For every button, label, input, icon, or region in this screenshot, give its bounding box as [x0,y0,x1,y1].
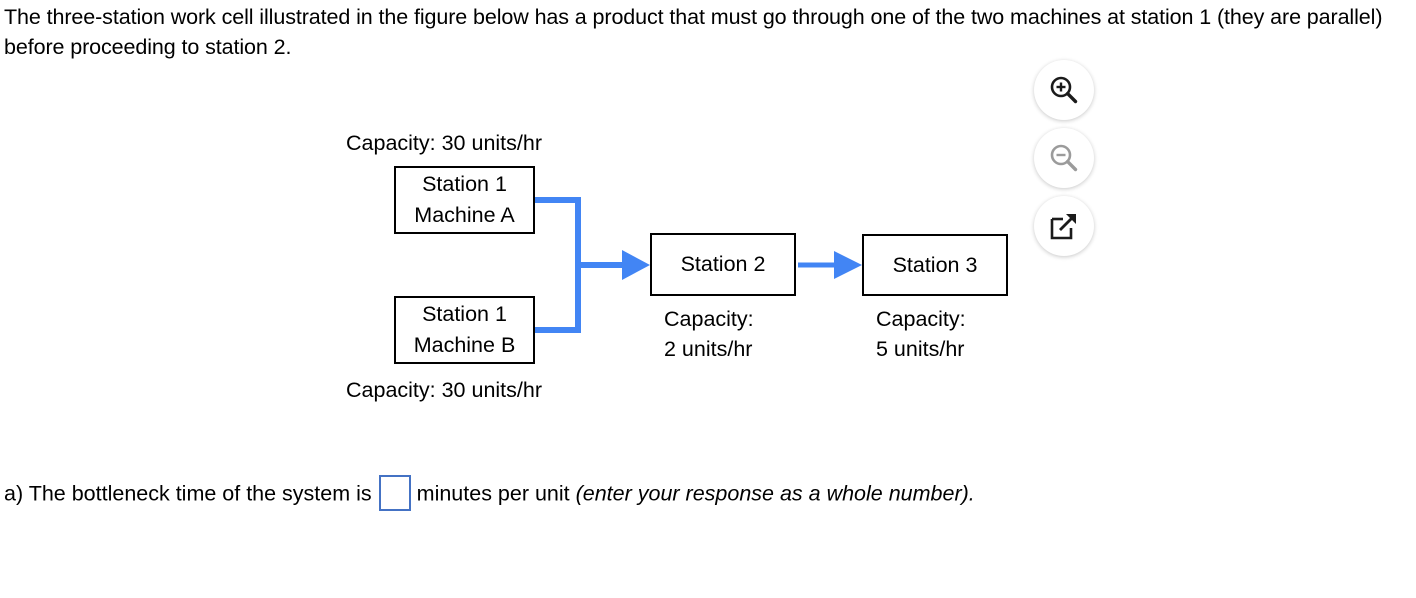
node-label-line1: Station 2 [680,252,766,276]
node-label-line1: Station 3 [892,252,978,277]
node-station2: Station 2 [650,233,796,296]
capacity-label-machine-b: Capacity: 30 units/hr [346,378,542,402]
open-in-new-window-icon [1050,214,1076,240]
flow-connectors [535,197,862,333]
question-a-line: a) The bottleneck time of the system is m… [4,474,1404,514]
process-flow-figure: Capacity: 30 units/hr Station 1 Machine … [346,131,1008,402]
node-label-line1: Station 1 [422,302,507,326]
node-station1-machine-b: Station 1 Machine B [394,296,535,364]
capacity-label-station3-line1: Capacity: [876,307,966,331]
capacity-label-station2-line2: 2 units/hr [664,337,753,361]
zoom-out-button[interactable] [1034,128,1094,188]
question-a-italic-note: (enter your response as a whole number). [575,481,975,506]
question-a-prefix: a) The bottleneck time of the system is [4,481,372,506]
capacity-label-station3: Capacity: 5 units/hr [876,304,966,364]
parallel-merge-bracket [535,197,581,333]
problem-statement: The three-station work cell illustrated … [4,5,1383,59]
capacity-label-station2-line1: Capacity: [664,307,754,331]
zoom-in-button[interactable] [1034,60,1094,120]
capacity-label-station3-line2: 5 units/hr [876,337,965,361]
node-station1-machine-a: Station 1 Machine A [394,166,535,234]
arrow-head-to-station2 [622,250,650,280]
node-label-line1: Station 1 [422,172,507,196]
open-in-new-window-button[interactable] [1034,196,1094,256]
node-label-line2: Machine A [414,203,515,227]
arrow-head-to-station3 [834,251,862,279]
bottleneck-time-input[interactable] [378,475,411,512]
capacity-label-station2: Capacity: 2 units/hr [664,304,754,364]
node-label-line2: Machine B [413,333,516,357]
zoom-out-icon [1050,144,1078,172]
node-station3: Station 3 [862,234,1008,296]
zoom-in-icon [1050,76,1078,104]
figure-tool-buttons [1034,60,1096,260]
capacity-label-machine-a: Capacity: 30 units/hr [346,131,542,155]
question-a-suffix: minutes per unit [416,481,570,506]
